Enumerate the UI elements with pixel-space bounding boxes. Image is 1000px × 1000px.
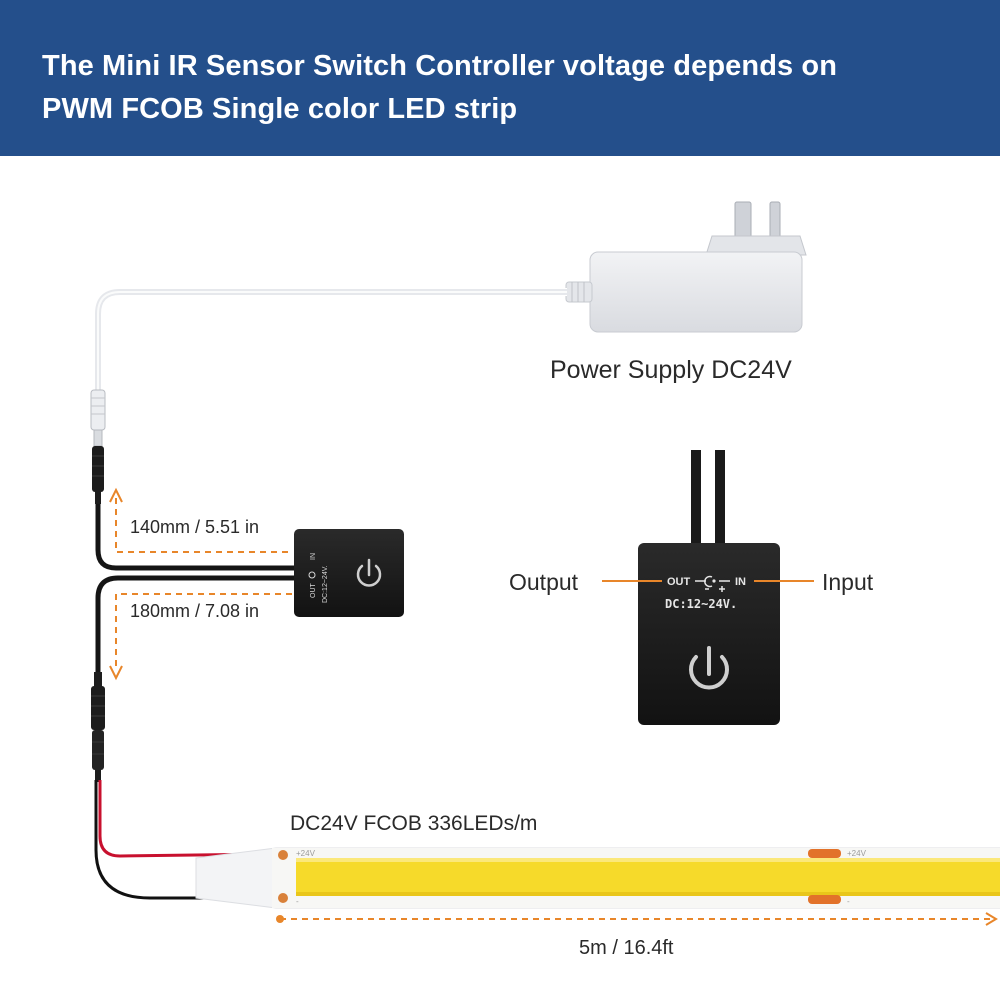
dc-male-plug (90, 389, 106, 447)
controller-small-out: OUT (310, 583, 317, 599)
power-supply-body (589, 251, 803, 333)
header-banner (0, 0, 1000, 156)
controller-out-marking: OUT (667, 576, 691, 588)
power-supply-adapter (565, 201, 807, 333)
power-cable-outline (94, 288, 567, 392)
cable-top-length: 140mm / 5.51 in (130, 517, 259, 537)
negative-wire (94, 780, 278, 900)
output-label: Output (509, 569, 579, 595)
cut-pad-positive (808, 849, 841, 858)
plug-prong (734, 201, 752, 239)
cable-bottom-length: 180mm / 7.08 in (130, 601, 259, 621)
strip-minus-right: - (847, 897, 850, 906)
strip-phosphor (296, 858, 1000, 896)
title-line-1: The Mini IR Sensor Switch Controller vol… (42, 50, 838, 82)
arrow-up-icon (109, 487, 123, 503)
solder-pad (278, 850, 288, 860)
cut-pad-negative (808, 895, 841, 904)
controller-voltage-marking: DC:12~24V. (665, 597, 737, 611)
arrow-right-icon (985, 912, 998, 926)
controller-small-in: IN (310, 553, 317, 560)
inline-connector (91, 672, 105, 782)
dc-polarity-icon (308, 571, 316, 579)
plug-prong (769, 201, 781, 239)
controller-small: OUT IN DC:12~24V. (294, 529, 404, 617)
power-supply-label: Power Supply DC24V (550, 356, 792, 384)
strip-plus-right: +24V (847, 849, 867, 858)
solder-pad (278, 893, 288, 903)
controller-in-marking: IN (735, 576, 746, 588)
power-icon (689, 646, 729, 690)
dimension-180mm (115, 593, 292, 670)
dc-polarity-icon (695, 575, 730, 592)
dc-female-jack (92, 446, 104, 504)
controller-small-voltage: DC:12~24V. (322, 565, 329, 603)
controller-large-body (638, 543, 780, 725)
strain-relief (565, 281, 593, 303)
strip-label: DC24V FCOB 336LEDs/m (290, 812, 537, 835)
strip-plus-left: +24V (296, 849, 316, 858)
positive-wire (98, 780, 279, 858)
controller-cable (691, 450, 701, 546)
power-cable (95, 289, 567, 392)
controller-large: OUT IN DC:12~24V. (638, 450, 780, 725)
input-cable (95, 504, 296, 571)
controller-cable (715, 450, 725, 546)
strip-length-label: 5m / 16.4ft (579, 937, 674, 959)
output-cable (95, 575, 296, 672)
arrow-down-icon (109, 665, 123, 681)
led-strip: +24V +24V - - (195, 847, 1000, 909)
title-line-2: PWM FCOB Single color LED strip (42, 93, 518, 125)
power-icon (356, 558, 382, 587)
dimension-start-dot (276, 915, 284, 923)
input-label: Input (822, 569, 874, 595)
strip-minus-left: - (296, 897, 299, 906)
